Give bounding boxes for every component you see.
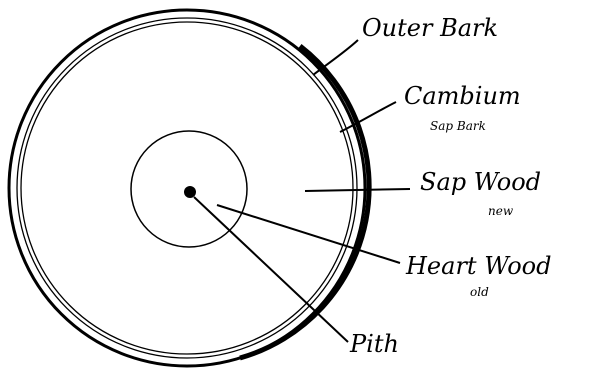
leader-pith <box>194 197 348 342</box>
label-pith: Pith <box>349 330 399 358</box>
label-sap-wood: Sap Wood <box>420 168 541 196</box>
label-heart-wood: Heart Wood <box>405 252 552 280</box>
leader-outer-bark <box>313 40 358 75</box>
leader-sap-wood <box>305 189 410 191</box>
label-cambium-sub: Sap Bark <box>430 119 486 133</box>
pith-dot <box>184 186 196 198</box>
leader-heart-wood <box>217 205 400 263</box>
label-sap-wood-sub: new <box>488 204 514 218</box>
label-cambium: Cambium <box>404 82 521 110</box>
label-outer-bark: Outer Bark <box>362 14 498 42</box>
label-heart-wood-sub: old <box>470 285 489 299</box>
